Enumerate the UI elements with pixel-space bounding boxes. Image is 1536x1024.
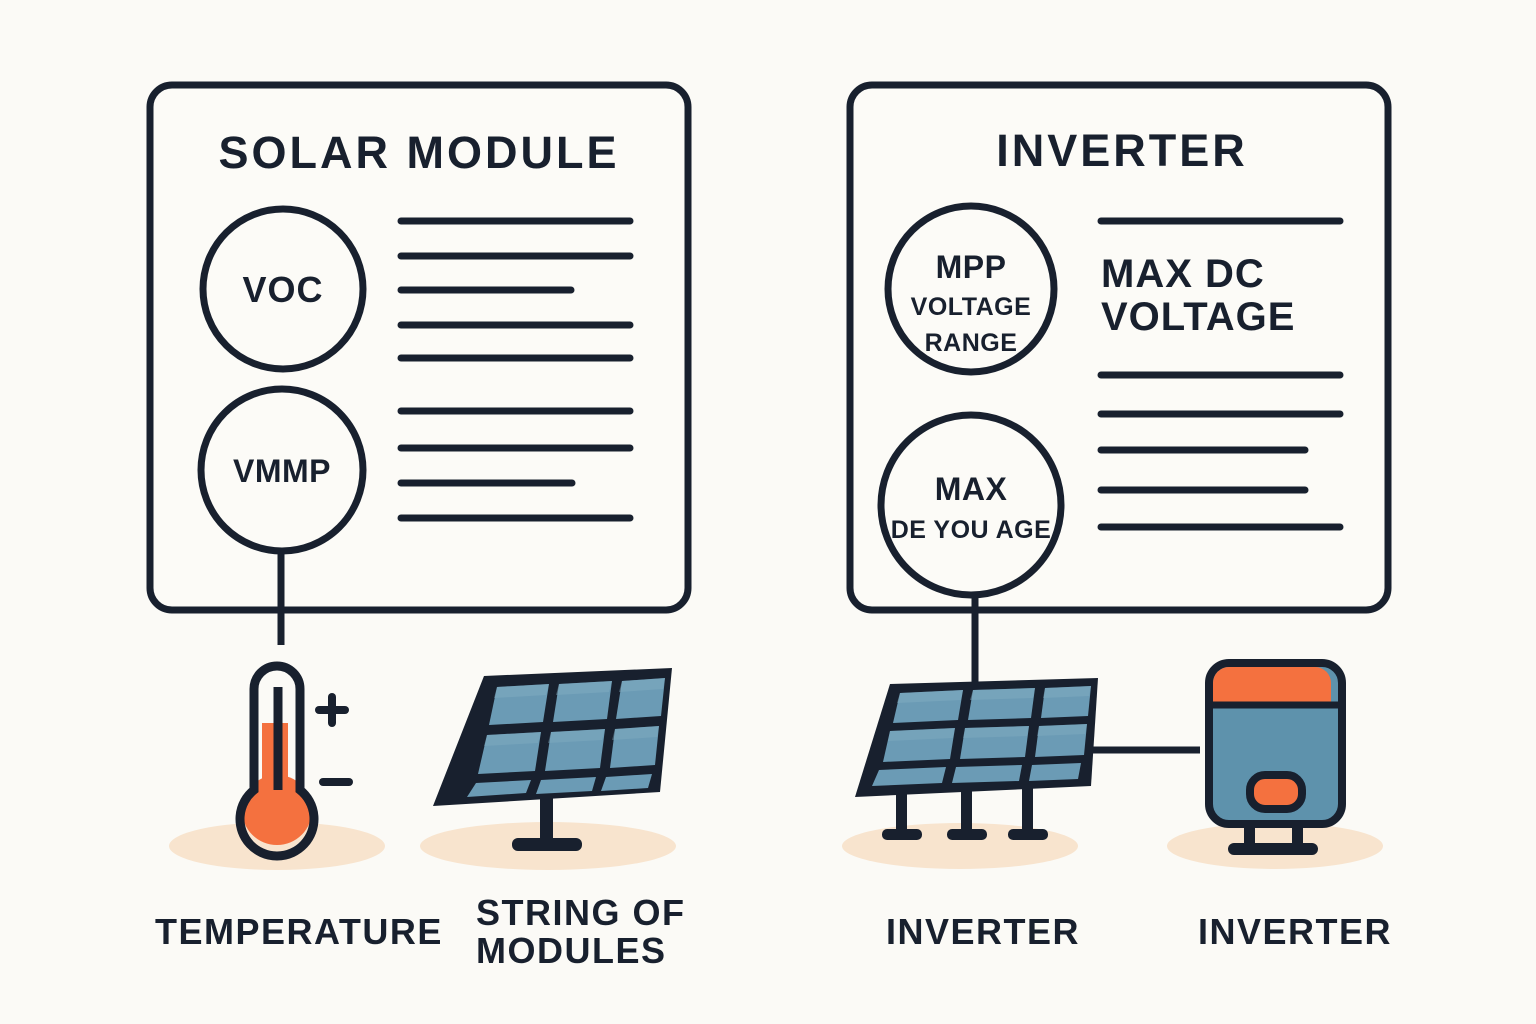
solar-array-foot-3: [1008, 829, 1048, 840]
max-circle-label-line-2: DE YOU AGE: [891, 516, 1052, 544]
solar-panel-post: [540, 795, 553, 845]
solar-array-leg-2: [961, 789, 972, 835]
thermometer-shadow: [169, 822, 385, 870]
voc-circle: [199, 205, 367, 373]
inverter-box-leg-2: [1292, 822, 1303, 848]
inverter-box-top-band: [1213, 667, 1331, 704]
label-string-of-modules-line-1: STRING OF: [476, 892, 686, 933]
label-inverter-right: INVERTER: [1198, 911, 1392, 952]
vmmp-circle-label: VMMP: [233, 453, 331, 489]
inverter-box-button: [1246, 771, 1306, 813]
solar-panel-array-icon: [855, 678, 1098, 840]
inverter-card: INVERTER MAX DC VOLTAGE MPP VOLTAGE RANG…: [846, 81, 1392, 686]
label-temperature: TEMPERATURE: [155, 911, 443, 952]
inverter-box-leg-1: [1244, 822, 1255, 848]
thermometer-outline: [235, 661, 319, 861]
plus-icon: [315, 693, 349, 727]
label-string-of-modules-line-2: MODULES: [476, 930, 667, 971]
solar-panel-base: [512, 838, 582, 851]
inverter-card-title: INVERTER: [996, 125, 1248, 176]
solar-array-foot-2: [947, 829, 987, 840]
mpp-voltage-range-circle: [884, 202, 1058, 376]
solar-array-leg-3: [1022, 787, 1033, 835]
minus-icon: [319, 778, 353, 786]
max-circle-label-line-1: MAX: [935, 471, 1008, 507]
max-voltage-circle: [877, 411, 1065, 599]
mpp-circle-label-line-1: MPP: [936, 249, 1007, 285]
solar-module-card-title: SOLAR MODULE: [219, 127, 620, 178]
label-inverter-left: INVERTER: [886, 911, 1080, 952]
thermometer-icon: [235, 661, 353, 861]
mpp-circle-label-line-3: RANGE: [925, 329, 1018, 357]
mpp-circle-label-line-2: VOLTAGE: [911, 293, 1032, 321]
max-dc-voltage-heading-line-2: VOLTAGE: [1101, 295, 1295, 339]
voc-circle-label: VOC: [242, 269, 323, 310]
thermometer-bulb-fill: [242, 775, 312, 845]
max-dc-voltage-heading-line-1: MAX DC: [1101, 252, 1265, 296]
solar-panel-icon: [433, 668, 672, 851]
solar-array-leg-1: [896, 791, 907, 835]
inverter-box-base: [1228, 843, 1318, 855]
solar-module-card: SOLAR MODULE VOC VMMP: [146, 81, 692, 645]
inverter-box-icon: [1205, 659, 1346, 855]
solar-array-foot-1: [882, 829, 922, 840]
